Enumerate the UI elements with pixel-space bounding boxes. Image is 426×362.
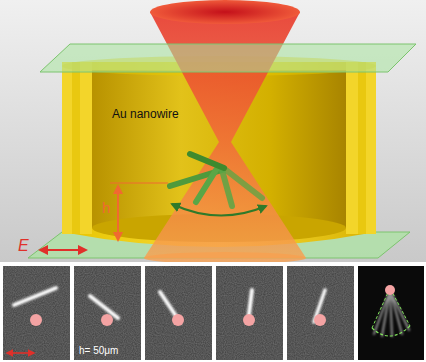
dimension-label: h= 50μm [79, 346, 118, 356]
part-label: Au nanowire [112, 108, 179, 120]
dimension-label: h [102, 200, 110, 215]
field-label: E [18, 238, 29, 254]
